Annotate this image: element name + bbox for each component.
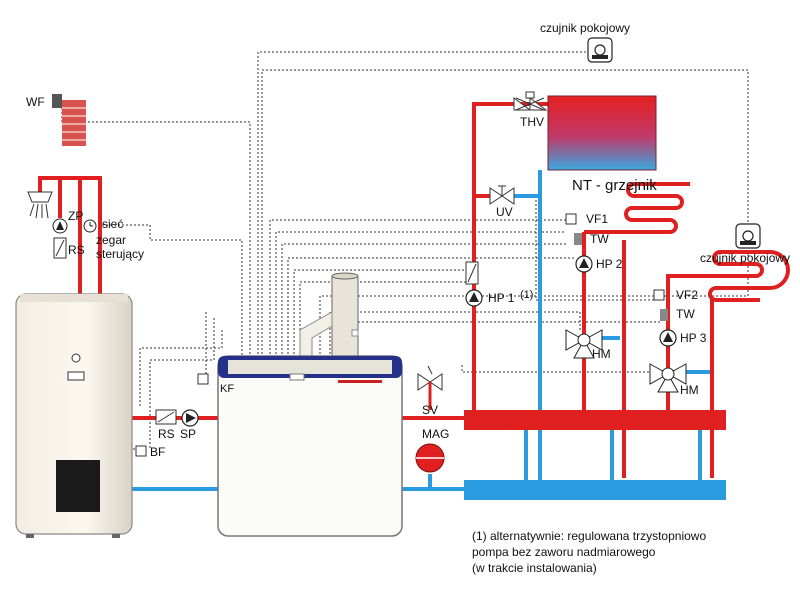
footnote-line-2: pompa bez zaworu nadmiarowego xyxy=(472,545,656,559)
sv-label: SV xyxy=(422,403,438,417)
mixing-valve-hm2: HM xyxy=(649,363,699,397)
pump-hp1: HP 1 (1) xyxy=(465,261,533,307)
tw1-label: TW xyxy=(590,232,609,246)
floor-heating-coil-2 xyxy=(700,250,790,302)
rs-bottom-label: RS xyxy=(158,427,175,441)
pump-sp: SP xyxy=(180,409,199,441)
shower-icon xyxy=(27,191,53,219)
alt-mark-label: (1) xyxy=(520,289,533,301)
thv-label: THV xyxy=(520,115,544,129)
vf1-label: VF1 xyxy=(586,212,608,226)
overflow-valve-uv: UV xyxy=(489,185,515,219)
siec-label: sieć xyxy=(102,217,123,231)
nt-radiator-label: NT - grzejnik xyxy=(572,177,657,194)
tw2-label: TW xyxy=(676,307,695,321)
check-valve-rs-top: RS xyxy=(53,237,85,259)
piping xyxy=(38,102,714,491)
thermostat-tw2: TW xyxy=(660,307,695,321)
wf-label: WF xyxy=(26,95,45,109)
bf-label: BF xyxy=(150,445,165,459)
hot-header xyxy=(464,410,726,430)
floor-heating-coil-1 xyxy=(602,182,690,234)
outdoor-sensor-wf: WF xyxy=(26,94,86,146)
cold-header xyxy=(464,480,726,500)
boiler: KF xyxy=(197,272,403,537)
room-sensor-top-label: czujnik pokojowy xyxy=(540,21,630,35)
thermostatic-valve-thv: THV xyxy=(513,91,548,129)
flow-sensor-vf1: VF1 xyxy=(565,212,608,226)
nt-radiator xyxy=(547,95,657,171)
expansion-vessel-mag: MAG xyxy=(415,427,449,473)
safety-valve-sv: SV xyxy=(417,365,443,417)
kf-label: KF xyxy=(220,383,234,395)
room-sensor-top: czujnik pokojowy xyxy=(540,21,630,63)
vf2-label: VF2 xyxy=(676,288,698,302)
clock-icon xyxy=(83,219,97,233)
hm2-label: HM xyxy=(680,383,699,397)
tank-sensor-bf: BF xyxy=(135,445,165,459)
mag-label: MAG xyxy=(422,427,449,441)
check-valve-rs-bottom: RS xyxy=(155,409,177,441)
brick-wall xyxy=(62,100,86,146)
hp3-label: HP 3 xyxy=(680,331,707,345)
footnote-line-1: (1) alternatywnie: regulowana trzystopni… xyxy=(472,529,706,543)
room-sensor-right-label: czujnik pokojowy xyxy=(700,251,790,265)
uv-label: UV xyxy=(496,205,513,219)
hot-water-tank xyxy=(15,293,133,538)
sterujacy-label: sterujący xyxy=(96,247,144,261)
mixing-valve-hm1: HM xyxy=(565,329,611,361)
zp-label: ZP xyxy=(68,209,83,223)
rs-top-label: RS xyxy=(68,243,85,257)
hp2-label: HP 2 xyxy=(596,257,623,271)
footnote-line-3: (w trakcie instalowania) xyxy=(472,561,597,575)
zegar-label: zegar xyxy=(96,233,126,247)
thermostat-tw1: TW xyxy=(574,232,609,246)
wf-sensor-box xyxy=(52,94,62,108)
hp1-label: HP 1 xyxy=(488,291,515,305)
sp-label: SP xyxy=(180,427,196,441)
room-sensor-right: czujnik pokojowy xyxy=(700,223,790,265)
circulation-pump-zp: ZP xyxy=(52,209,83,234)
pump-hp3: HP 3 xyxy=(659,329,707,347)
pump-hp2: HP 2 xyxy=(575,255,623,273)
hm1-label: HM xyxy=(592,347,611,361)
flow-sensor-vf2: VF2 xyxy=(653,288,698,302)
